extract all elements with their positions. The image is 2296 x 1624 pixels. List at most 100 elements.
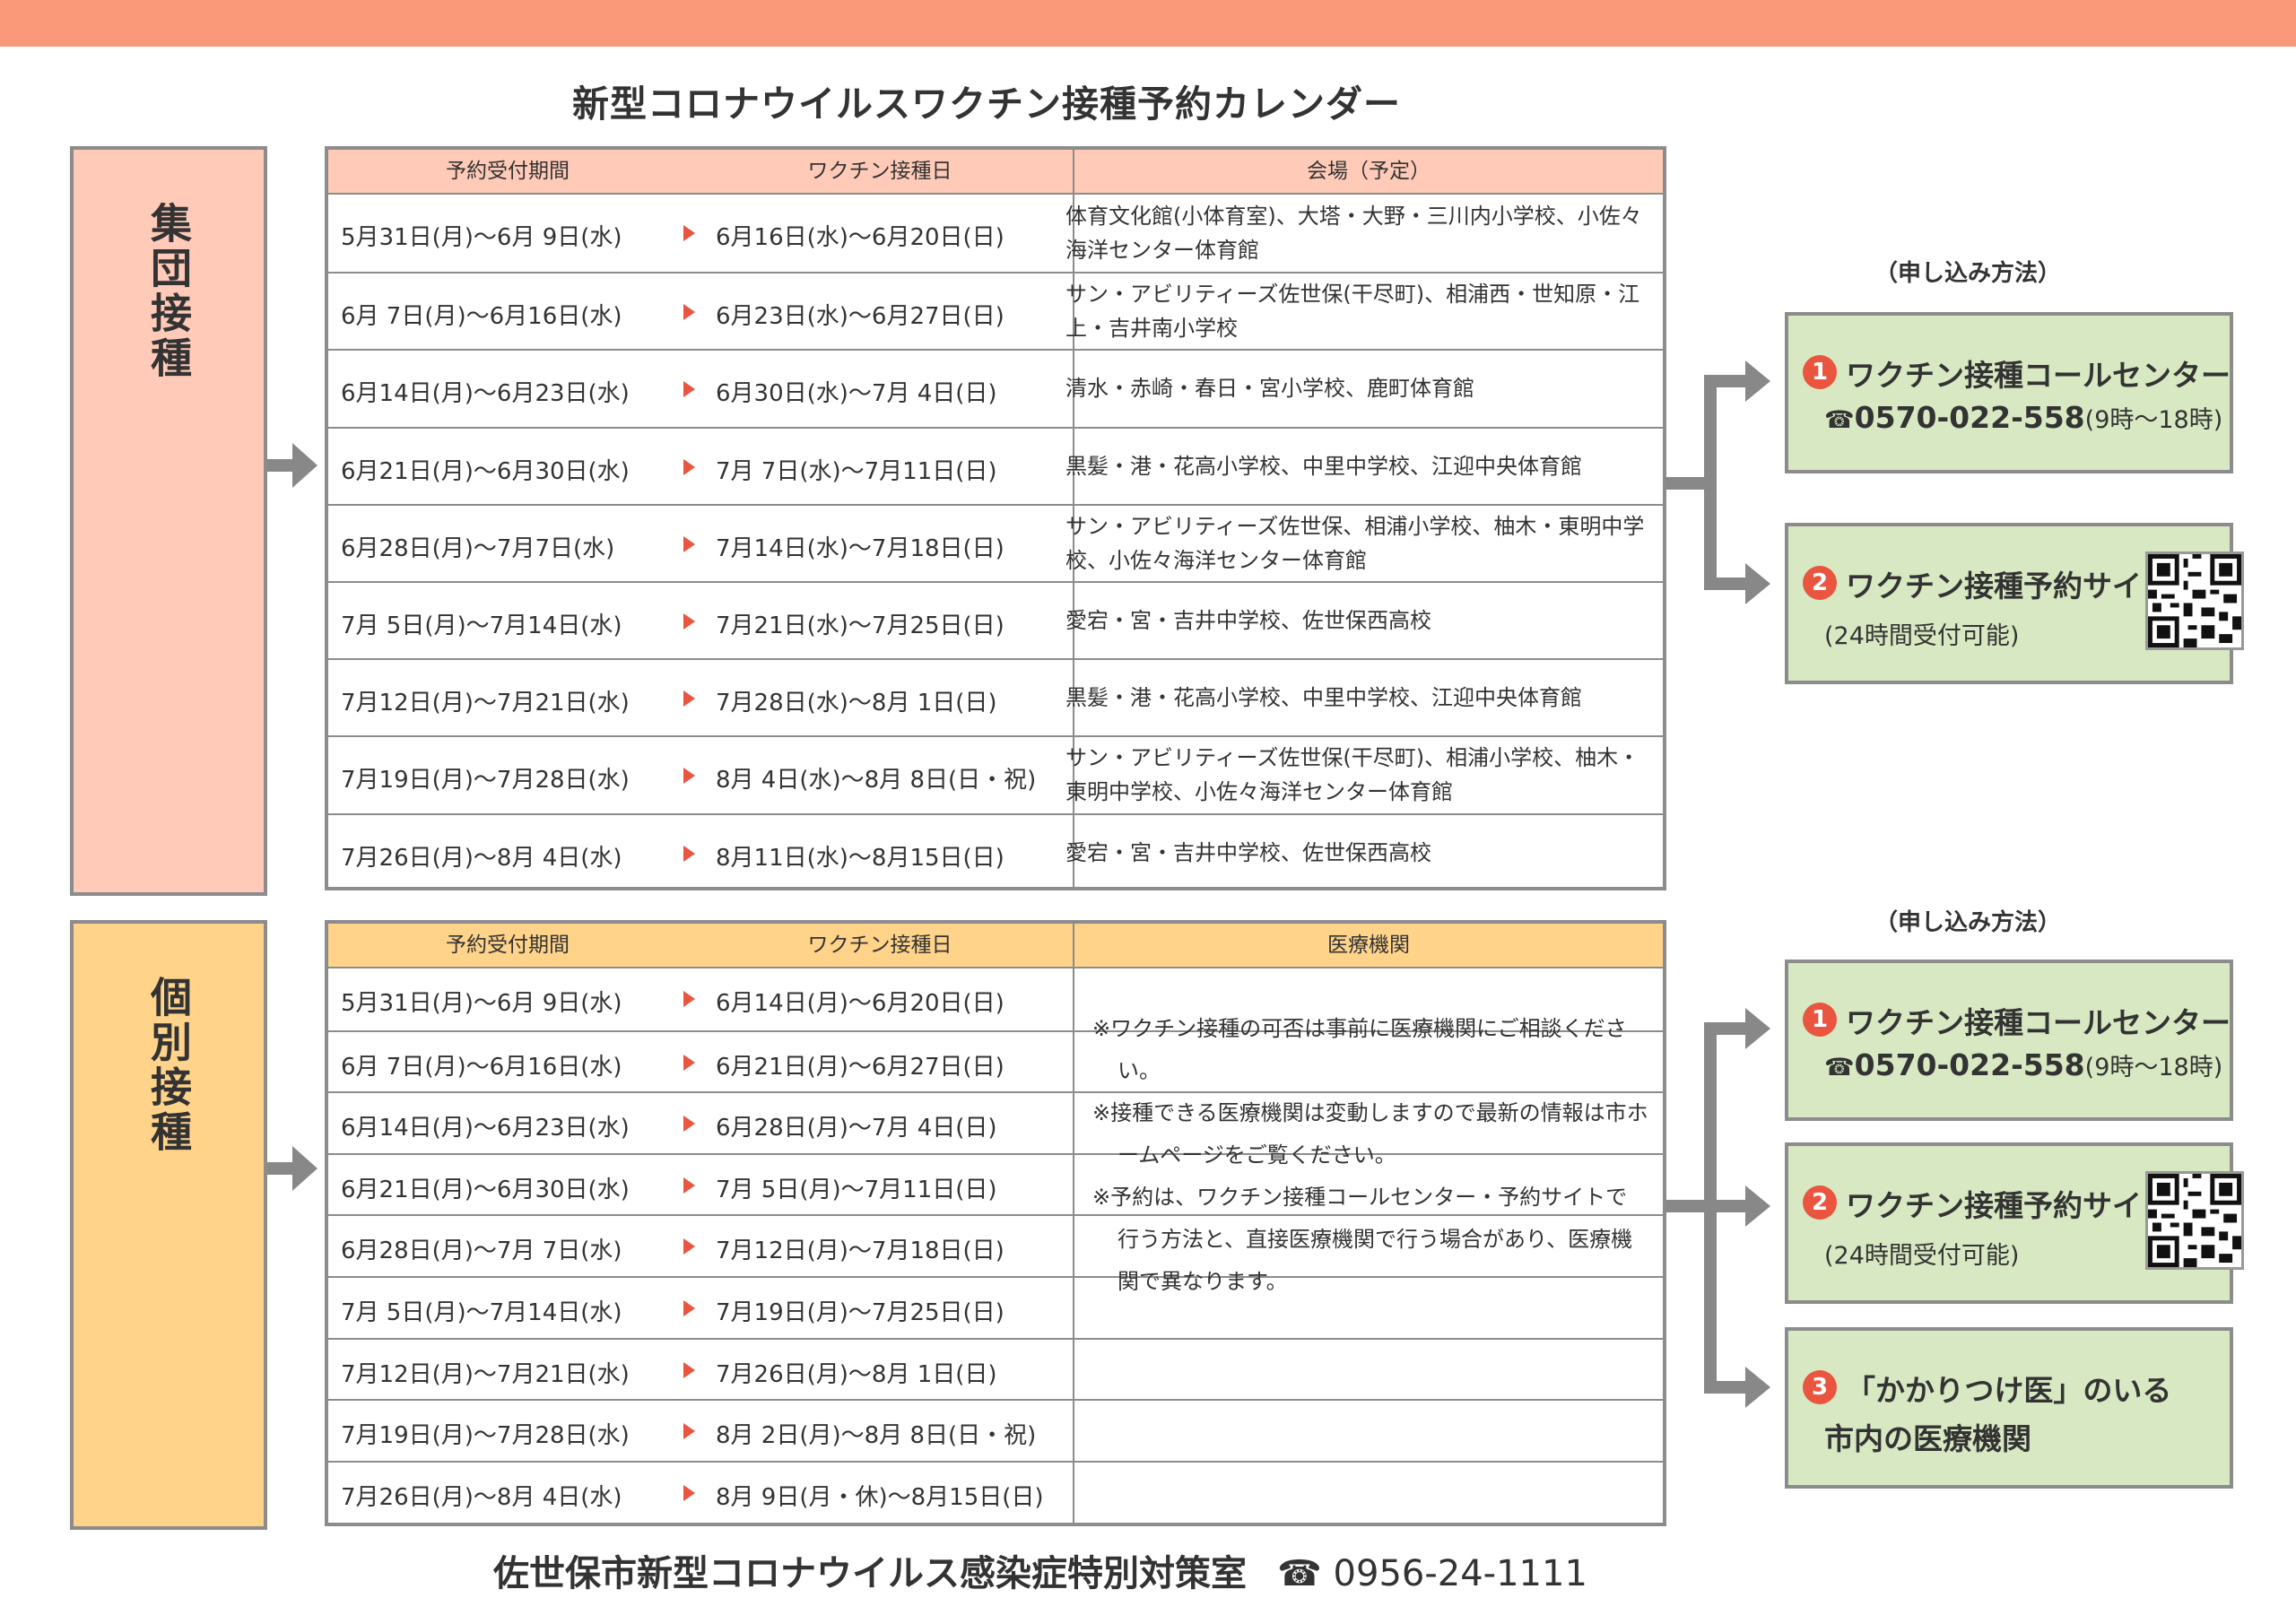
table-row: 7月 5日(月)〜7月14日(水)7月21日(水)〜7月25日(日)愛宕・宮・吉… xyxy=(328,581,1663,658)
vaccination-date: 6月28日(月)〜7月 4日(日) xyxy=(716,1115,997,1142)
booking-site-note: (24時間受付可能) xyxy=(1824,1242,2020,1270)
group-connector-branch-2 xyxy=(1704,578,1749,590)
group-method-booking-site[interactable]: 2 ワクチン接種予約サイト (24時間受付可能) xyxy=(1785,523,2244,684)
reservation-period: 6月21日(月)〜6月30日(水) xyxy=(341,1176,630,1203)
triangle-arrow-icon xyxy=(683,1116,695,1133)
reservation-period: 5月31日(月)〜6月 9日(水) xyxy=(341,224,622,251)
family-doctor-line2: 市内の医療機関 xyxy=(1824,1421,2031,1456)
vaccination-date: 7月21日(水)〜7月25日(日) xyxy=(716,612,1004,639)
individual-table-header: 予約受付期間 ワクチン接種日 医療機関 xyxy=(328,924,1663,968)
triangle-arrow-icon xyxy=(683,768,695,785)
reservation-period: 6月28日(月)〜7月 7日(水) xyxy=(341,1238,622,1265)
group-side-label-box: 集団接種 xyxy=(70,146,267,896)
group-table-header: 予約受付期間 ワクチン接種日 会場（予定） xyxy=(328,150,1663,195)
venue: 清水・赤崎・春日・宮小学校、鹿町体育館 xyxy=(1065,376,1474,402)
individual-method-heading: （申し込み方法） xyxy=(1874,909,2062,936)
arrow-head-icon xyxy=(1745,360,1770,402)
triangle-arrow-icon xyxy=(683,1300,695,1316)
individual-method-call-center[interactable]: 1 ワクチン接種コールセンター ☎0570-022-558(9時〜18時) xyxy=(1785,960,2233,1121)
vaccination-date: 8月11日(水)〜8月15日(日) xyxy=(716,844,1004,872)
venue: 愛宕・宮・吉井中学校、佐世保西高校 xyxy=(1065,608,1431,633)
triangle-arrow-icon xyxy=(683,1423,695,1440)
venue: サン・アビリティーズ佐世保(干尽町)、相浦小学校、柚木・東明中学校、小佐々海洋セ… xyxy=(1065,745,1640,805)
table-row: 6月28日(月)〜7月 7日(水) 7月12日(月)〜7月18日(日) xyxy=(328,1214,1663,1276)
call-center-title: ワクチン接種コールセンター xyxy=(1846,1005,2231,1040)
venue: 体育文化館(小体育室)、大塔・大野・三川内小学校、小佐々海洋センター体育館 xyxy=(1065,204,1642,263)
vaccination-date: 8月 9日(月・休)〜8月15日(日) xyxy=(716,1483,1044,1511)
venue: 愛宕・宮・吉井中学校、佐世保西高校 xyxy=(1065,839,1431,865)
vaccination-date: 8月 4日(水)〜8月 8日(日・祝) xyxy=(716,767,1037,795)
footer-contact: 佐世保市新型コロナウイルス感染症特別対策室 ☎ 0956-24-1111 xyxy=(493,1544,1587,1596)
number-badge-3: 3 xyxy=(1803,1370,1837,1404)
vaccination-date: 6月23日(水)〜6月27日(日) xyxy=(716,303,1004,331)
group-arrow-head-icon xyxy=(292,443,317,488)
individual-notes: ※ワクチン接種の可否は事前に医療機関にご相談ください。 ※接種できる医療機関は変… xyxy=(1092,1008,1648,1303)
venue: 黒髪・港・花高小学校、中里中学校、江迎中央体育館 xyxy=(1065,685,1582,711)
table-row: 7月19日(月)〜7月28日(水)8月 4日(水)〜8月 8日(日・祝)サン・ア… xyxy=(328,735,1663,812)
triangle-arrow-icon xyxy=(683,613,695,630)
phone-icon: ☎ xyxy=(1277,1553,1322,1594)
vaccination-date: 7月14日(水)〜7月18日(日) xyxy=(716,534,1004,562)
triangle-arrow-icon xyxy=(683,535,695,552)
number-badge-2: 2 xyxy=(1803,1185,1837,1220)
footer-office: 佐世保市新型コロナウイルス感染症特別対策室 xyxy=(493,1553,1247,1594)
table-row: 6月21日(月)〜6月30日(水)7月 7日(水)〜7月11日(日)黒髪・港・花… xyxy=(328,426,1663,504)
footer-phone: 0956-24-1111 xyxy=(1333,1553,1587,1594)
table-row: 6月14日(月)〜6月23日(水)6月28日(月)〜7月 4日(日) xyxy=(328,1091,1663,1153)
booking-site-title: ワクチン接種予約サイト xyxy=(1846,569,2171,604)
group-arrow-icon xyxy=(267,459,294,472)
vaccination-date: 6月14日(月)〜6月20日(日) xyxy=(716,990,1004,1017)
vaccination-date: 7月 5日(月)〜7月11日(日) xyxy=(716,1176,997,1203)
triangle-arrow-icon xyxy=(683,1238,695,1255)
qr-code-icon[interactable] xyxy=(2145,1171,2244,1270)
qr-code-icon[interactable] xyxy=(2145,551,2244,650)
number-badge-1: 1 xyxy=(1803,1003,1837,1037)
table-row: 7月 5日(月)〜7月14日(水) 7月19日(月)〜7月25日(日) xyxy=(328,1276,1663,1338)
footer-phone-line: ☎ 0956-24-1111 xyxy=(1277,1553,1587,1594)
call-center-title: ワクチン接種コールセンター xyxy=(1846,358,2231,393)
group-header-venue: 会場（予定） xyxy=(1307,160,1431,183)
arrow-head-icon xyxy=(1745,1367,1770,1408)
table-row: 6月14日(月)〜6月23日(水)6月30日(水)〜7月 4日(日)清水・赤崎・… xyxy=(328,349,1663,426)
individual-method-booking-site[interactable]: 2 ワクチン接種予約サイト (24時間受付可能) xyxy=(1785,1142,2244,1304)
table-row: 6月21日(月)〜6月30日(水) 7月 5日(月)〜7月11日(日) xyxy=(328,1152,1663,1215)
venue: 黒髪・港・花高小学校、中里中学校、江迎中央体育館 xyxy=(1065,453,1582,479)
individual-header-venue: 医療機関 xyxy=(1327,934,1410,957)
triangle-arrow-icon xyxy=(683,1484,695,1501)
triangle-arrow-icon xyxy=(683,458,695,475)
group-connector-vertical xyxy=(1704,375,1717,590)
individual-header-period: 予約受付期間 xyxy=(446,934,570,957)
top-color-bar xyxy=(0,0,2296,47)
vaccination-date: 7月12日(月)〜7月18日(日) xyxy=(716,1238,1004,1265)
reservation-period: 7月12日(月)〜7月21日(水) xyxy=(341,690,630,717)
reservation-period: 6月28日(月)〜7月7日(水) xyxy=(341,534,615,562)
call-center-hours: (9時〜18時) xyxy=(2084,406,2223,434)
table-row: 5月31日(月)〜6月 9日(水) 6月16日(水)〜6月20日(日) 体育文化館(… xyxy=(328,195,1663,272)
triangle-arrow-icon xyxy=(683,1054,695,1071)
vaccination-date: 7月19日(月)〜7月25日(日) xyxy=(716,1299,1004,1326)
group-connector-stem xyxy=(1665,477,1711,490)
group-method-call-center[interactable]: 1 ワクチン接種コールセンター ☎0570-022-558(9時〜18時) xyxy=(1785,312,2233,473)
individual-connector-branch-2 xyxy=(1704,1200,1749,1212)
arrow-head-icon xyxy=(1745,1185,1770,1227)
individual-arrow-icon xyxy=(267,1162,294,1175)
triangle-arrow-icon xyxy=(683,304,695,321)
reservation-period: 7月19日(月)〜7月28日(水) xyxy=(341,1422,630,1450)
vaccination-date: 6月16日(水)〜6月20日(日) xyxy=(716,224,1004,251)
reservation-period: 6月 7日(月)〜6月16日(水) xyxy=(341,303,622,331)
reservation-period: 7月26日(月)〜8月 4日(水) xyxy=(341,844,622,872)
call-center-phone-line: ☎0570-022-558(9時〜18時) xyxy=(1824,1047,2222,1082)
table-row: 6月 7日(月)〜6月16日(水)6月21日(月)〜6月27日(日) xyxy=(328,1029,1663,1092)
reservation-period: 6月14日(月)〜6月23日(水) xyxy=(341,380,630,408)
note-item: ※予約は、ワクチン接種コールセンター・予約サイトで行う方法と、直接医療機関で行う… xyxy=(1092,1185,1633,1294)
booking-site-title: ワクチン接種予約サイト xyxy=(1846,1188,2171,1223)
reservation-period: 7月 5日(月)〜7月14日(水) xyxy=(341,1299,622,1326)
reservation-period: 6月 7日(月)〜6月16日(水) xyxy=(341,1053,622,1081)
group-header-period: 予約受付期間 xyxy=(446,160,570,183)
individual-method-family-doctor[interactable]: 3 「かかりつけ医」のいる 市内の医療機関 xyxy=(1785,1327,2233,1489)
triangle-arrow-icon xyxy=(683,845,695,862)
call-center-phone-line: ☎0570-022-558(9時〜18時) xyxy=(1824,400,2222,435)
group-side-label: 集団接種 xyxy=(144,202,193,381)
reservation-period: 7月26日(月)〜8月 4日(水) xyxy=(341,1483,622,1511)
individual-connector-stem xyxy=(1665,1200,1711,1212)
